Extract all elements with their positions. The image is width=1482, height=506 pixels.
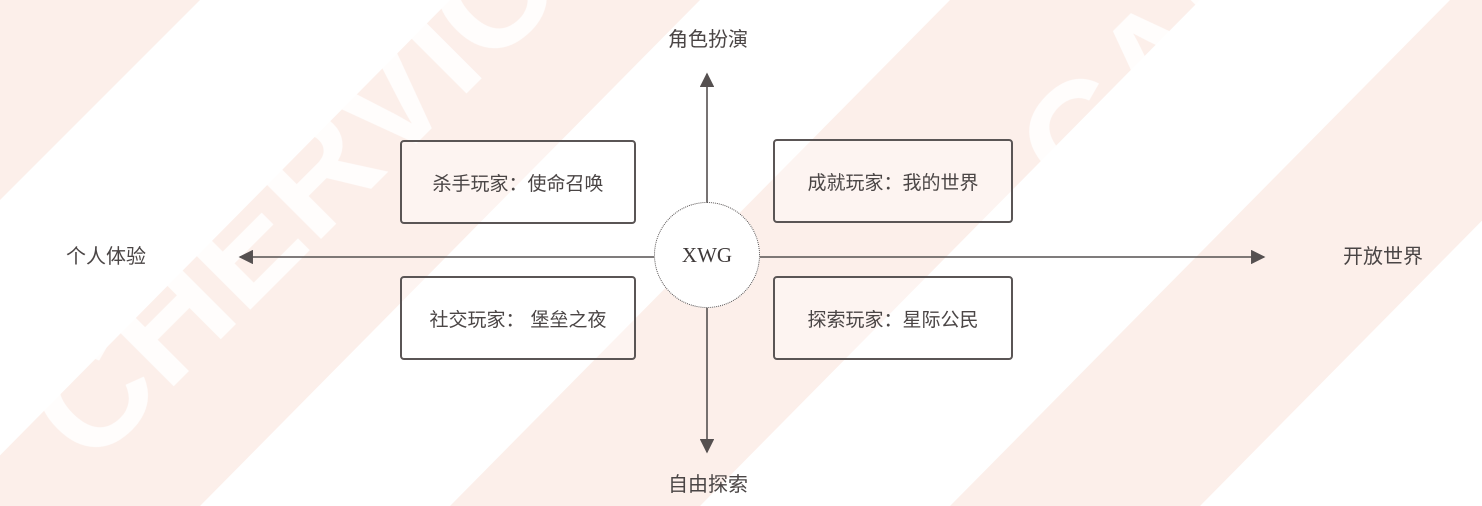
quadrant-bottom-right: 探索玩家：星际公民 <box>773 276 1013 360</box>
quadrant-top-left: 杀手玩家：使命召唤 <box>400 140 636 224</box>
quadrant-top-right-label: 成就玩家：我的世界 <box>807 171 979 194</box>
axis-label-bottom: 自由探索 <box>668 472 748 496</box>
axis-label-left: 个人体验 <box>66 244 146 268</box>
axis-label-right: 开放世界 <box>1343 244 1423 268</box>
axis-label-top: 角色扮演 <box>668 27 748 51</box>
quadrant-bottom-left-label: 社交玩家： 堡垒之夜 <box>429 308 607 331</box>
quadrant-top-left-label: 杀手玩家：使命召唤 <box>432 172 604 195</box>
center-node-label: XWG <box>681 242 733 267</box>
quadrant-bottom-right-label: 探索玩家：星际公民 <box>807 308 979 331</box>
quadrant-bottom-left: 社交玩家： 堡垒之夜 <box>400 276 636 360</box>
quadrant-top-right: 成就玩家：我的世界 <box>773 139 1013 223</box>
center-node: XWG <box>654 202 760 308</box>
